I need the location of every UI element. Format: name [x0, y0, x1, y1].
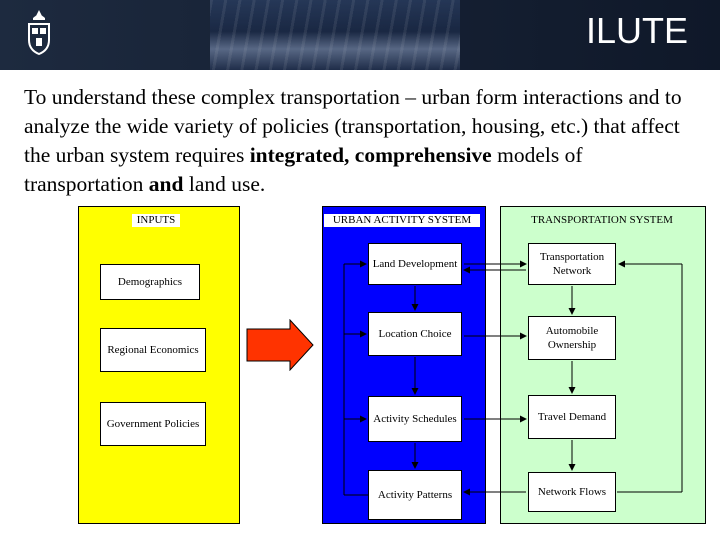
- intro-text-2: models of transportation: [24, 143, 583, 196]
- land-development-box: Land Development: [368, 243, 462, 285]
- location-choice-box: Location Choice: [368, 312, 462, 356]
- transportation-network-box: Transportation Network: [528, 243, 616, 285]
- page-title: ILUTE: [585, 10, 688, 51]
- intro-paragraph: To understand these complex transportati…: [24, 83, 704, 199]
- input-flow-arrow-icon: [246, 319, 314, 371]
- network-flows-box: Network Flows: [528, 472, 616, 512]
- inputs-label: INPUTS: [132, 214, 180, 227]
- activity-schedules-box: Activity Schedules: [368, 396, 462, 442]
- intro-text-1: To understand these complex transportati…: [24, 85, 682, 167]
- automobile-ownership-box: Automobile Ownership: [528, 316, 616, 360]
- intro-bold-1: integrated, comprehensive: [249, 143, 492, 167]
- university-crest-icon: [28, 10, 50, 56]
- urban-activity-label: URBAN ACTIVITY SYSTEM: [324, 214, 480, 227]
- intro-text-3: land use.: [183, 172, 266, 196]
- intro-bold-2: and: [148, 172, 184, 196]
- travel-demand-box: Travel Demand: [528, 395, 616, 439]
- input-government-policies: Government Policies: [100, 402, 206, 446]
- header-bar: ILUTE: [0, 0, 720, 70]
- activity-patterns-box: Activity Patterns: [368, 470, 462, 520]
- input-regional-economics: Regional Economics: [100, 328, 206, 372]
- input-demographics: Demographics: [100, 264, 200, 300]
- header-photo: [210, 0, 460, 70]
- transportation-label: TRANSPORTATION SYSTEM: [531, 214, 673, 226]
